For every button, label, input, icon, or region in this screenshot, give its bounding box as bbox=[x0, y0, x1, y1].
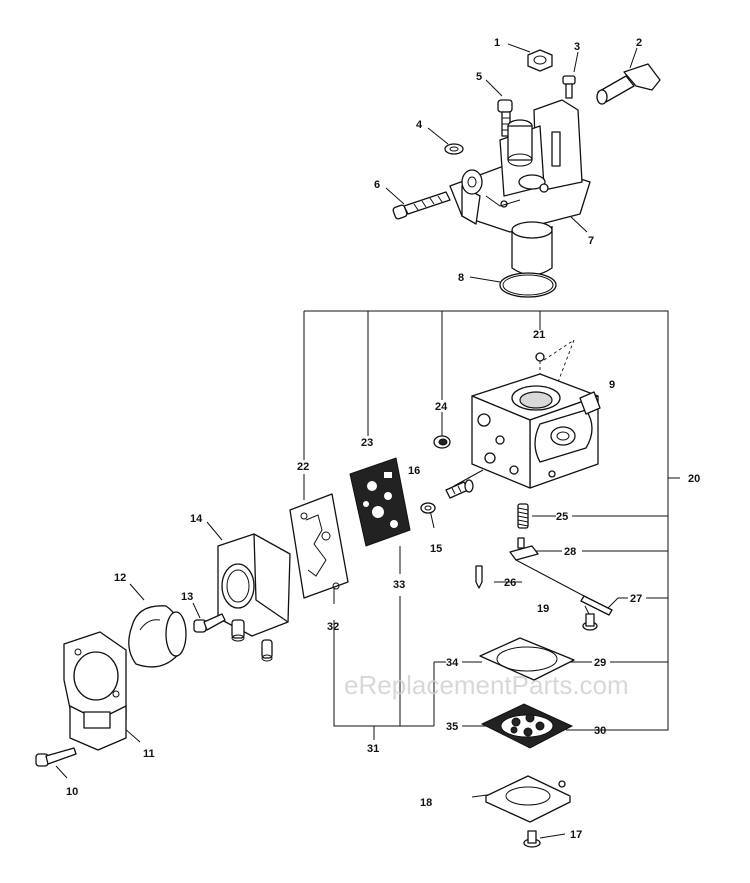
callout-2: 2 bbox=[636, 37, 642, 49]
part-13-screw bbox=[193, 613, 226, 633]
part-21-ball bbox=[535, 339, 575, 399]
leader-lines bbox=[55, 43, 680, 839]
callout-15: 15 bbox=[430, 543, 442, 555]
part-23-gasket bbox=[349, 457, 411, 547]
callout-33: 33 bbox=[393, 579, 405, 591]
callout-6: 6 bbox=[374, 179, 380, 191]
callout-18: 18 bbox=[420, 797, 432, 809]
watermark: eReplacementParts.com bbox=[344, 670, 629, 700]
callout-7: 7 bbox=[588, 235, 594, 247]
callout-20: 20 bbox=[688, 473, 700, 485]
callout-13: 13 bbox=[181, 591, 193, 603]
part-9-carburetor-body bbox=[471, 373, 601, 489]
callout-19: 19 bbox=[537, 603, 549, 615]
callout-labels: 1 2 3 4 5 6 7 8 9 10 11 12 13 14 15 16 1… bbox=[66, 37, 700, 841]
callout-14: 14 bbox=[190, 513, 203, 525]
callout-3: 3 bbox=[574, 41, 580, 53]
part-10-screw bbox=[35, 747, 77, 767]
callout-22: 22 bbox=[297, 461, 309, 473]
part-26-needle bbox=[475, 565, 483, 589]
part-6-screw bbox=[392, 191, 451, 220]
callout-8: 8 bbox=[458, 272, 464, 284]
callout-4: 4 bbox=[416, 119, 423, 131]
callout-32: 32 bbox=[327, 621, 339, 633]
part-24-plug bbox=[433, 435, 451, 449]
part-29-gasket bbox=[479, 637, 575, 681]
part-30-diaphragm bbox=[480, 703, 574, 749]
callout-28: 28 bbox=[564, 546, 576, 558]
callout-31: 31 bbox=[367, 743, 379, 755]
part-15-cap bbox=[420, 502, 436, 514]
part-2-shaft bbox=[596, 63, 661, 105]
callout-12: 12 bbox=[114, 572, 126, 584]
callout-26: 26 bbox=[504, 577, 516, 589]
part-3-screw bbox=[562, 75, 576, 99]
callout-30: 30 bbox=[594, 725, 606, 737]
part-1-nut bbox=[527, 49, 553, 72]
callout-5: 5 bbox=[476, 71, 482, 83]
callout-35: 35 bbox=[446, 721, 458, 733]
callout-24: 24 bbox=[435, 401, 448, 413]
part-22-gasket bbox=[289, 493, 349, 599]
part-11-retainer-plate bbox=[63, 631, 127, 751]
part-19-screw bbox=[582, 613, 598, 631]
callout-16: 16 bbox=[408, 465, 420, 477]
callout-10: 10 bbox=[66, 786, 78, 798]
callout-27: 27 bbox=[630, 593, 642, 605]
part-5-adjust-screw bbox=[497, 99, 513, 137]
part-16-screw bbox=[445, 479, 474, 499]
part-4-clip bbox=[444, 143, 464, 155]
part-12-primer-bulb bbox=[128, 605, 187, 668]
part-14-pump-cover bbox=[217, 533, 291, 662]
callout-1: 1 bbox=[494, 37, 500, 49]
part-28-lever bbox=[509, 537, 585, 597]
callout-34: 34 bbox=[446, 657, 459, 669]
callout-11: 11 bbox=[143, 748, 155, 760]
callout-9: 9 bbox=[609, 379, 615, 391]
callout-21: 21 bbox=[533, 329, 545, 341]
part-27-pin bbox=[580, 595, 613, 616]
part-7-throttle-body bbox=[449, 99, 591, 276]
callout-25: 25 bbox=[556, 511, 568, 523]
part-25-spring bbox=[517, 503, 529, 529]
callout-17: 17 bbox=[570, 829, 582, 841]
callout-29: 29 bbox=[594, 657, 606, 669]
part-18-cover bbox=[485, 775, 571, 823]
part-17-screw bbox=[523, 830, 541, 848]
callout-23: 23 bbox=[361, 437, 373, 449]
part-8-o-ring bbox=[499, 272, 557, 298]
